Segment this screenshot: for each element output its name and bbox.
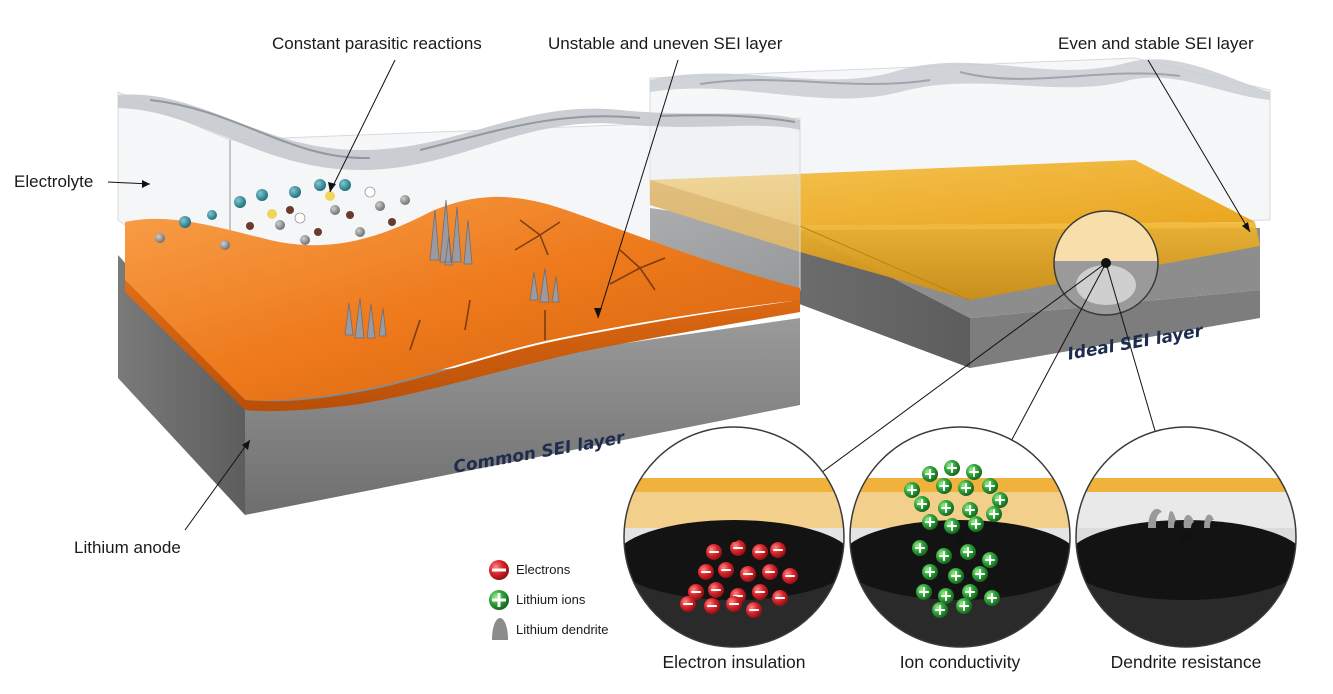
electron-particle — [726, 596, 742, 612]
blocked-dendrites — [1148, 508, 1214, 528]
lithium-ion-particle — [966, 464, 982, 480]
lithium-ion-particle — [904, 482, 920, 498]
parasitic-reactions-label: Constant parasitic reactions — [272, 34, 482, 53]
electron-particle — [752, 544, 768, 560]
leader-lines — [107, 59, 1251, 538]
lithium-ion-particle — [922, 466, 938, 482]
electron-particle — [680, 596, 696, 612]
zoom-circle-dendrite-resistance — [1075, 426, 1297, 648]
electrolyte-label: Electrolyte — [14, 172, 94, 191]
electron-particle — [762, 564, 778, 580]
lithium-ion-particle — [986, 506, 1002, 522]
lithium-ion-particle — [972, 566, 988, 582]
lithium-ion-particle — [936, 478, 952, 494]
electron-particle — [718, 562, 734, 578]
electron-particle — [688, 584, 704, 600]
lithium-anode-label: Lithium anode — [74, 538, 181, 557]
electron-particle — [782, 568, 798, 584]
leader-arrowheads — [142, 180, 1250, 450]
zoom-circle-ion-conductivity — [849, 426, 1071, 648]
lithium-ion-particle — [956, 598, 972, 614]
electron-particle — [746, 602, 762, 618]
lithium-ion-particle — [912, 540, 928, 556]
lithium-ion-particle — [922, 564, 938, 580]
legend-lithium-ions: Lithium ions — [516, 592, 585, 607]
legend-lithium-ion-icon — [489, 590, 509, 610]
lithium-ion-particle — [960, 544, 976, 560]
lithium-ion-particle — [962, 502, 978, 518]
electron-particle — [770, 542, 786, 558]
lithium-ion-particle — [944, 460, 960, 476]
legend-electrons-label: Electrons — [516, 562, 571, 577]
legend-lithium-ions-label: Lithium ions — [516, 592, 586, 607]
electron-particle — [740, 566, 756, 582]
lithium-ion-particle — [968, 516, 984, 532]
caption-electron-insulation: Electron insulation — [662, 652, 806, 672]
legend-electron-icon — [489, 560, 509, 580]
electron-particle — [704, 598, 720, 614]
legend-electrons: Electrons — [516, 562, 570, 577]
lithium-ion-particle — [944, 518, 960, 534]
caption-dendrite-resistance: Dendrite resistance — [1110, 652, 1262, 672]
lithium-ion-particle — [962, 584, 978, 600]
electron-particle — [706, 544, 722, 560]
electron-particle — [730, 540, 746, 556]
lithium-ion-particle — [982, 552, 998, 568]
electron-particle — [708, 582, 724, 598]
legend-lithium-dendrite-label: Lithium dendrite — [516, 622, 609, 637]
common-block — [117, 91, 801, 515]
electron-particle — [772, 590, 788, 606]
lithium-ion-particle — [936, 548, 952, 564]
caption-ion-conductivity: Ion conductivity — [899, 652, 1021, 672]
lithium-ion-particle — [922, 514, 938, 530]
lithium-ion-particle — [982, 478, 998, 494]
crack-marks — [409, 219, 666, 351]
zoom-circle-electron-insulation — [623, 426, 845, 648]
lithium-ion-particle — [938, 500, 954, 516]
lithium-ion-particle — [992, 492, 1008, 508]
legend-dendrite-icon — [492, 618, 508, 640]
lithium-ion-particle — [958, 480, 974, 496]
legend-lithium-dendrite: Lithium dendrite — [516, 622, 609, 637]
lithium-ion-particle — [948, 568, 964, 584]
unstable-sei-label: Unstable and uneven SEI layer — [548, 34, 783, 53]
lithium-ion-particle — [914, 496, 930, 512]
electron-particle — [752, 584, 768, 600]
dendrite-clusters — [344, 199, 560, 339]
lithium-ion-particle — [916, 584, 932, 600]
parasitic-particles — [155, 179, 410, 250]
electron-particle — [698, 564, 714, 580]
stable-sei-label: Even and stable SEI layer — [1058, 34, 1254, 53]
lithium-ion-particle — [938, 588, 954, 604]
lithium-ion-particle — [984, 590, 1000, 606]
lithium-ion-particle — [932, 602, 948, 618]
